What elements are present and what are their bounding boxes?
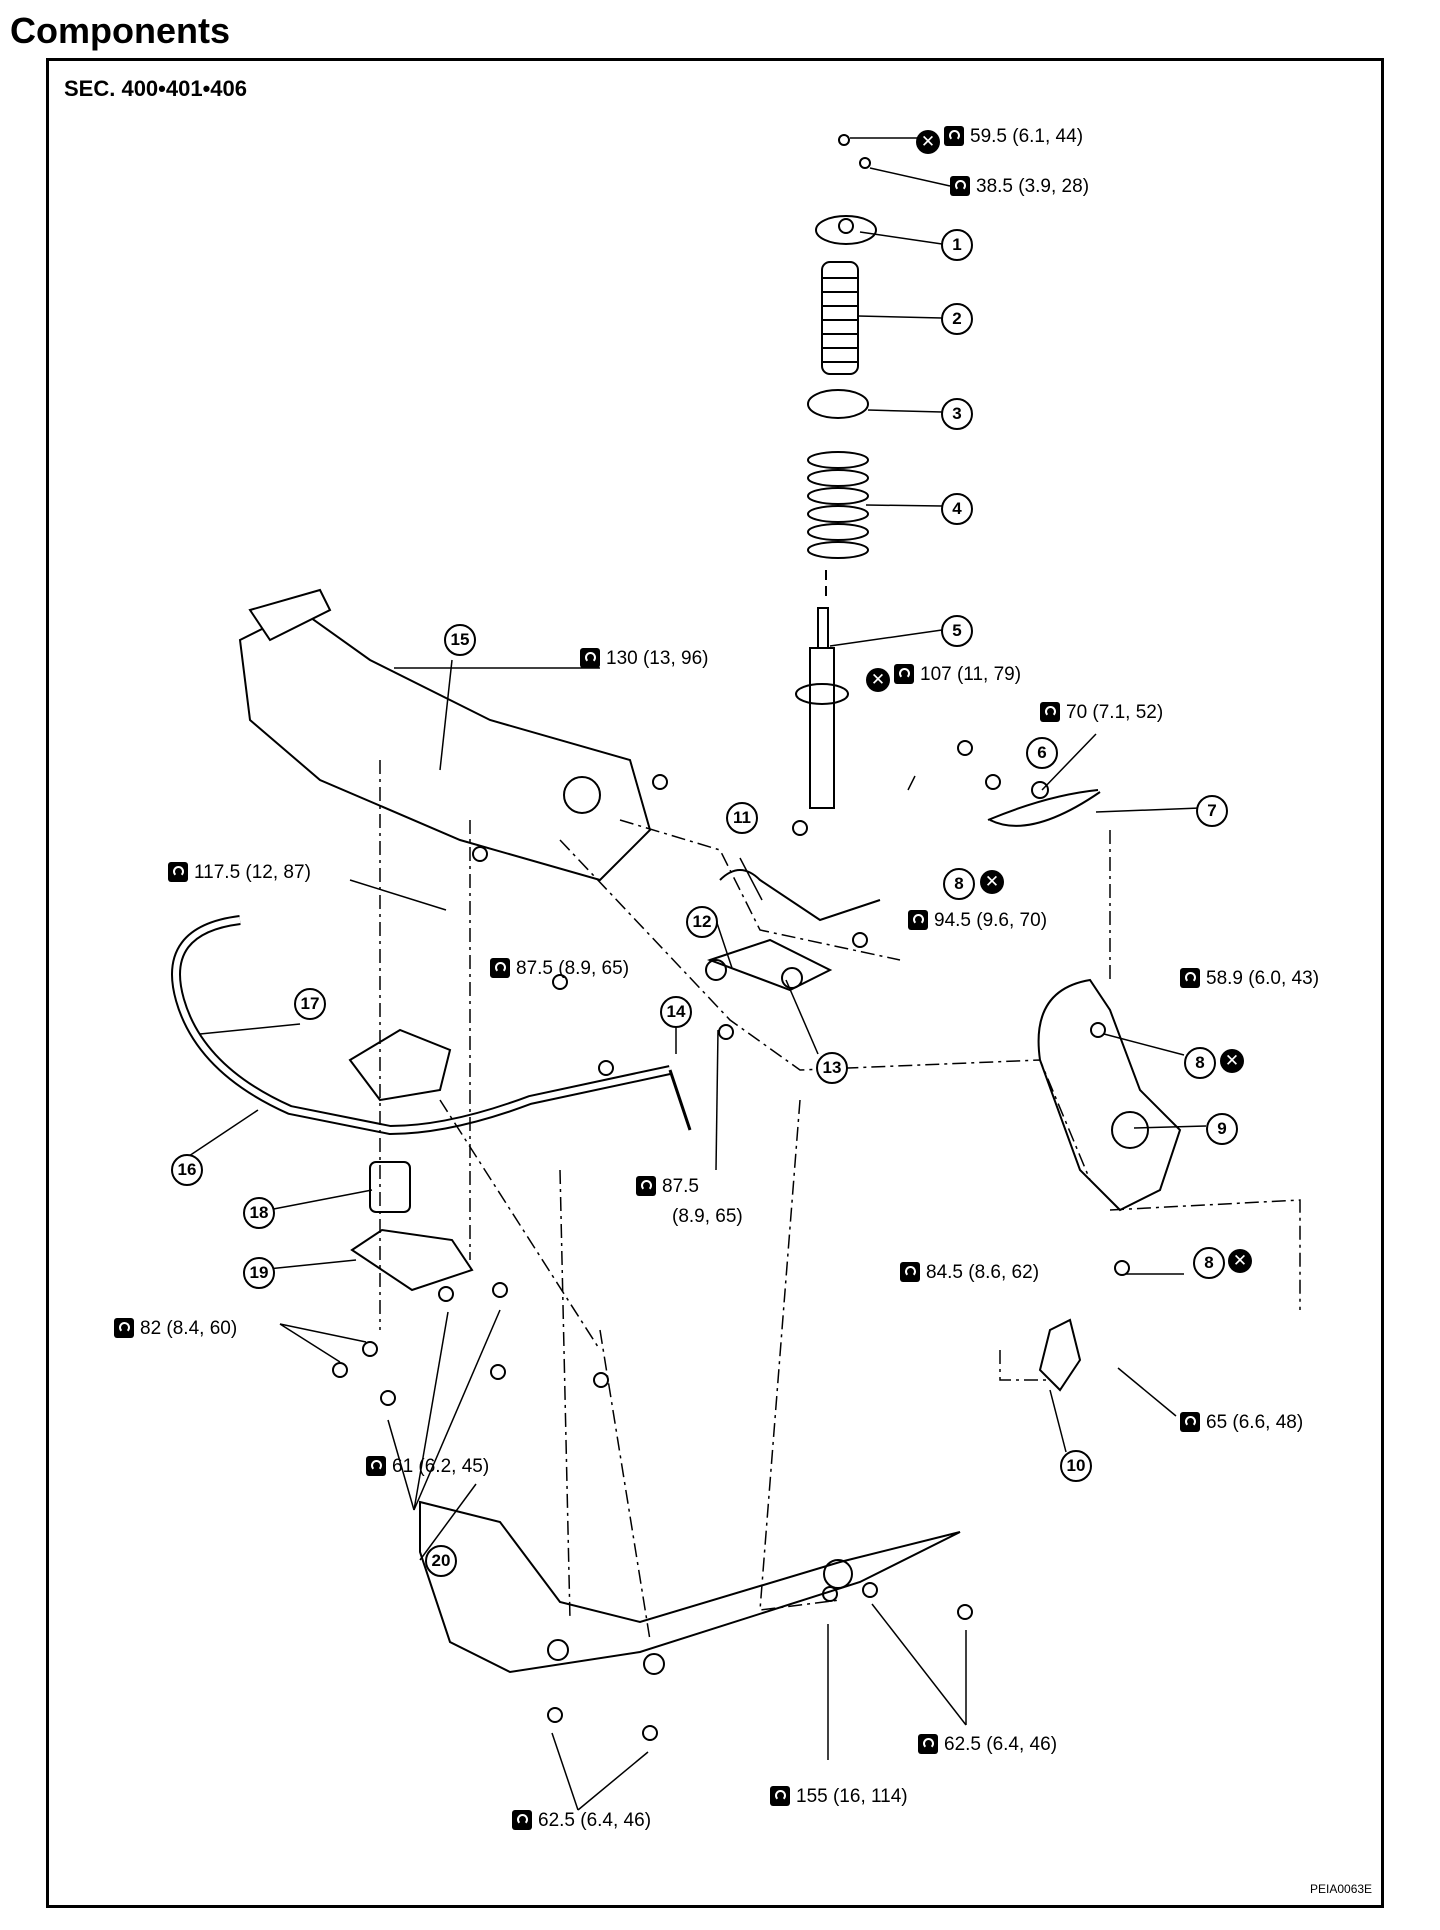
rear-crossmember: [419, 1500, 961, 1674]
stabilizer-bracket: [348, 1028, 452, 1102]
torque-label: 117.5 (12, 87): [168, 862, 311, 884]
callout-6: 6: [1026, 737, 1058, 769]
section-label: SEC. 400•401•406: [64, 76, 247, 101]
stabilizer-link: [668, 1069, 692, 1131]
torque-wrench-icon: [1180, 968, 1200, 988]
torque-wrench-icon: [908, 910, 928, 930]
non-reusable-icon: [1220, 1049, 1244, 1073]
strut-mount: [815, 215, 877, 245]
bushing: [369, 1161, 411, 1213]
torque-label: 62.5 (6.4, 46): [512, 1810, 651, 1832]
callout-16: 16: [171, 1154, 203, 1186]
steering-knuckle: [1037, 978, 1182, 1212]
callout-13: 13: [816, 1052, 848, 1084]
callout-1: 1: [941, 229, 973, 261]
stabilizer-bar: [171, 915, 672, 1136]
torque-wrench-icon: [1180, 1412, 1200, 1432]
callout-8c: 8: [1193, 1247, 1225, 1279]
torque-label: 62.5 (6.4, 46): [918, 1734, 1057, 1756]
torque-label: 107 (11, 79): [866, 664, 1021, 692]
clamp: [350, 1228, 474, 1292]
callout-20: 20: [425, 1545, 457, 1577]
upper-link: [987, 789, 1101, 827]
bolts: [332, 740, 1130, 1741]
callout-7: 7: [1196, 795, 1228, 827]
callout-11: 11: [726, 802, 758, 834]
torque-wrench-icon: [490, 958, 510, 978]
non-reusable-icon: [1228, 1249, 1252, 1273]
torque-label: 130 (13, 96): [580, 648, 708, 670]
torque-label: 84.5 (8.6, 62): [900, 1262, 1039, 1284]
torque-wrench-icon: [944, 126, 964, 146]
torque-label: (8.9, 65): [672, 1206, 743, 1227]
torque-wrench-icon: [580, 648, 600, 668]
torque-wrench-icon: [168, 862, 188, 882]
torque-label: 58.9 (6.0, 43): [1180, 968, 1319, 990]
torque-wrench-icon: [894, 664, 914, 684]
torque-wrench-icon: [512, 1810, 532, 1830]
strut-body: [809, 647, 835, 809]
torque-wrench-icon: [114, 1318, 134, 1338]
front-crossmember: [238, 608, 652, 882]
torque-label: 59.5 (6.1, 44): [916, 126, 1083, 154]
torque-wrench-icon: [950, 176, 970, 196]
callout-12: 12: [686, 906, 718, 938]
torque-wrench-icon: [636, 1176, 656, 1196]
page-title: Components: [10, 10, 230, 51]
torque-label: 94.5 (9.6, 70): [908, 910, 1047, 932]
callout-5: 5: [941, 615, 973, 647]
callout-17: 17: [294, 988, 326, 1020]
torque-wrench-icon: [900, 1262, 920, 1282]
torque-label: 82 (8.4, 60): [114, 1318, 237, 1340]
callout-14: 14: [660, 996, 692, 1028]
non-reusable-icon: [980, 870, 1004, 894]
non-reusable-icon: [916, 130, 940, 154]
torque-wrench-icon: [770, 1786, 790, 1806]
callout-3: 3: [941, 398, 973, 430]
torque-label: 70 (7.1, 52): [1040, 702, 1163, 724]
callout-8a: 8: [943, 868, 975, 900]
torque-label: 87.5 (8.9, 65): [490, 958, 629, 980]
callout-19: 19: [243, 1257, 275, 1289]
callout-10: 10: [1060, 1450, 1092, 1482]
torque-wrench-icon: [366, 1456, 386, 1476]
callout-2: 2: [941, 303, 973, 335]
callout-8b: 8: [1184, 1047, 1216, 1079]
compression-rod: [719, 869, 881, 922]
torque-label: 155 (16, 114): [770, 1786, 908, 1808]
figure-code: PEIA0063E: [1310, 1882, 1373, 1896]
bound-bumper: [821, 261, 859, 375]
non-reusable-icon: [866, 668, 890, 692]
transverse-link: [707, 938, 833, 992]
torque-wrench-icon: [1040, 702, 1060, 722]
spring-seat: [807, 389, 869, 419]
callout-9: 9: [1206, 1113, 1238, 1145]
callout-15: 15: [444, 624, 476, 656]
coil-spring: [807, 451, 869, 559]
callout-4: 4: [941, 493, 973, 525]
diagram-frame: [46, 58, 1384, 1908]
mount-nut: [838, 134, 850, 146]
torque-label: 61 (6.2, 45): [366, 1456, 489, 1478]
callout-18: 18: [243, 1197, 275, 1229]
brake-bracket: [1038, 1318, 1082, 1392]
torque-label: 87.5: [636, 1176, 699, 1198]
torque-label: 38.5 (3.9, 28): [950, 176, 1089, 198]
strut-rod: [817, 607, 829, 649]
torque-wrench-icon: [918, 1734, 938, 1754]
torque-label: 65 (6.6, 48): [1180, 1412, 1303, 1434]
